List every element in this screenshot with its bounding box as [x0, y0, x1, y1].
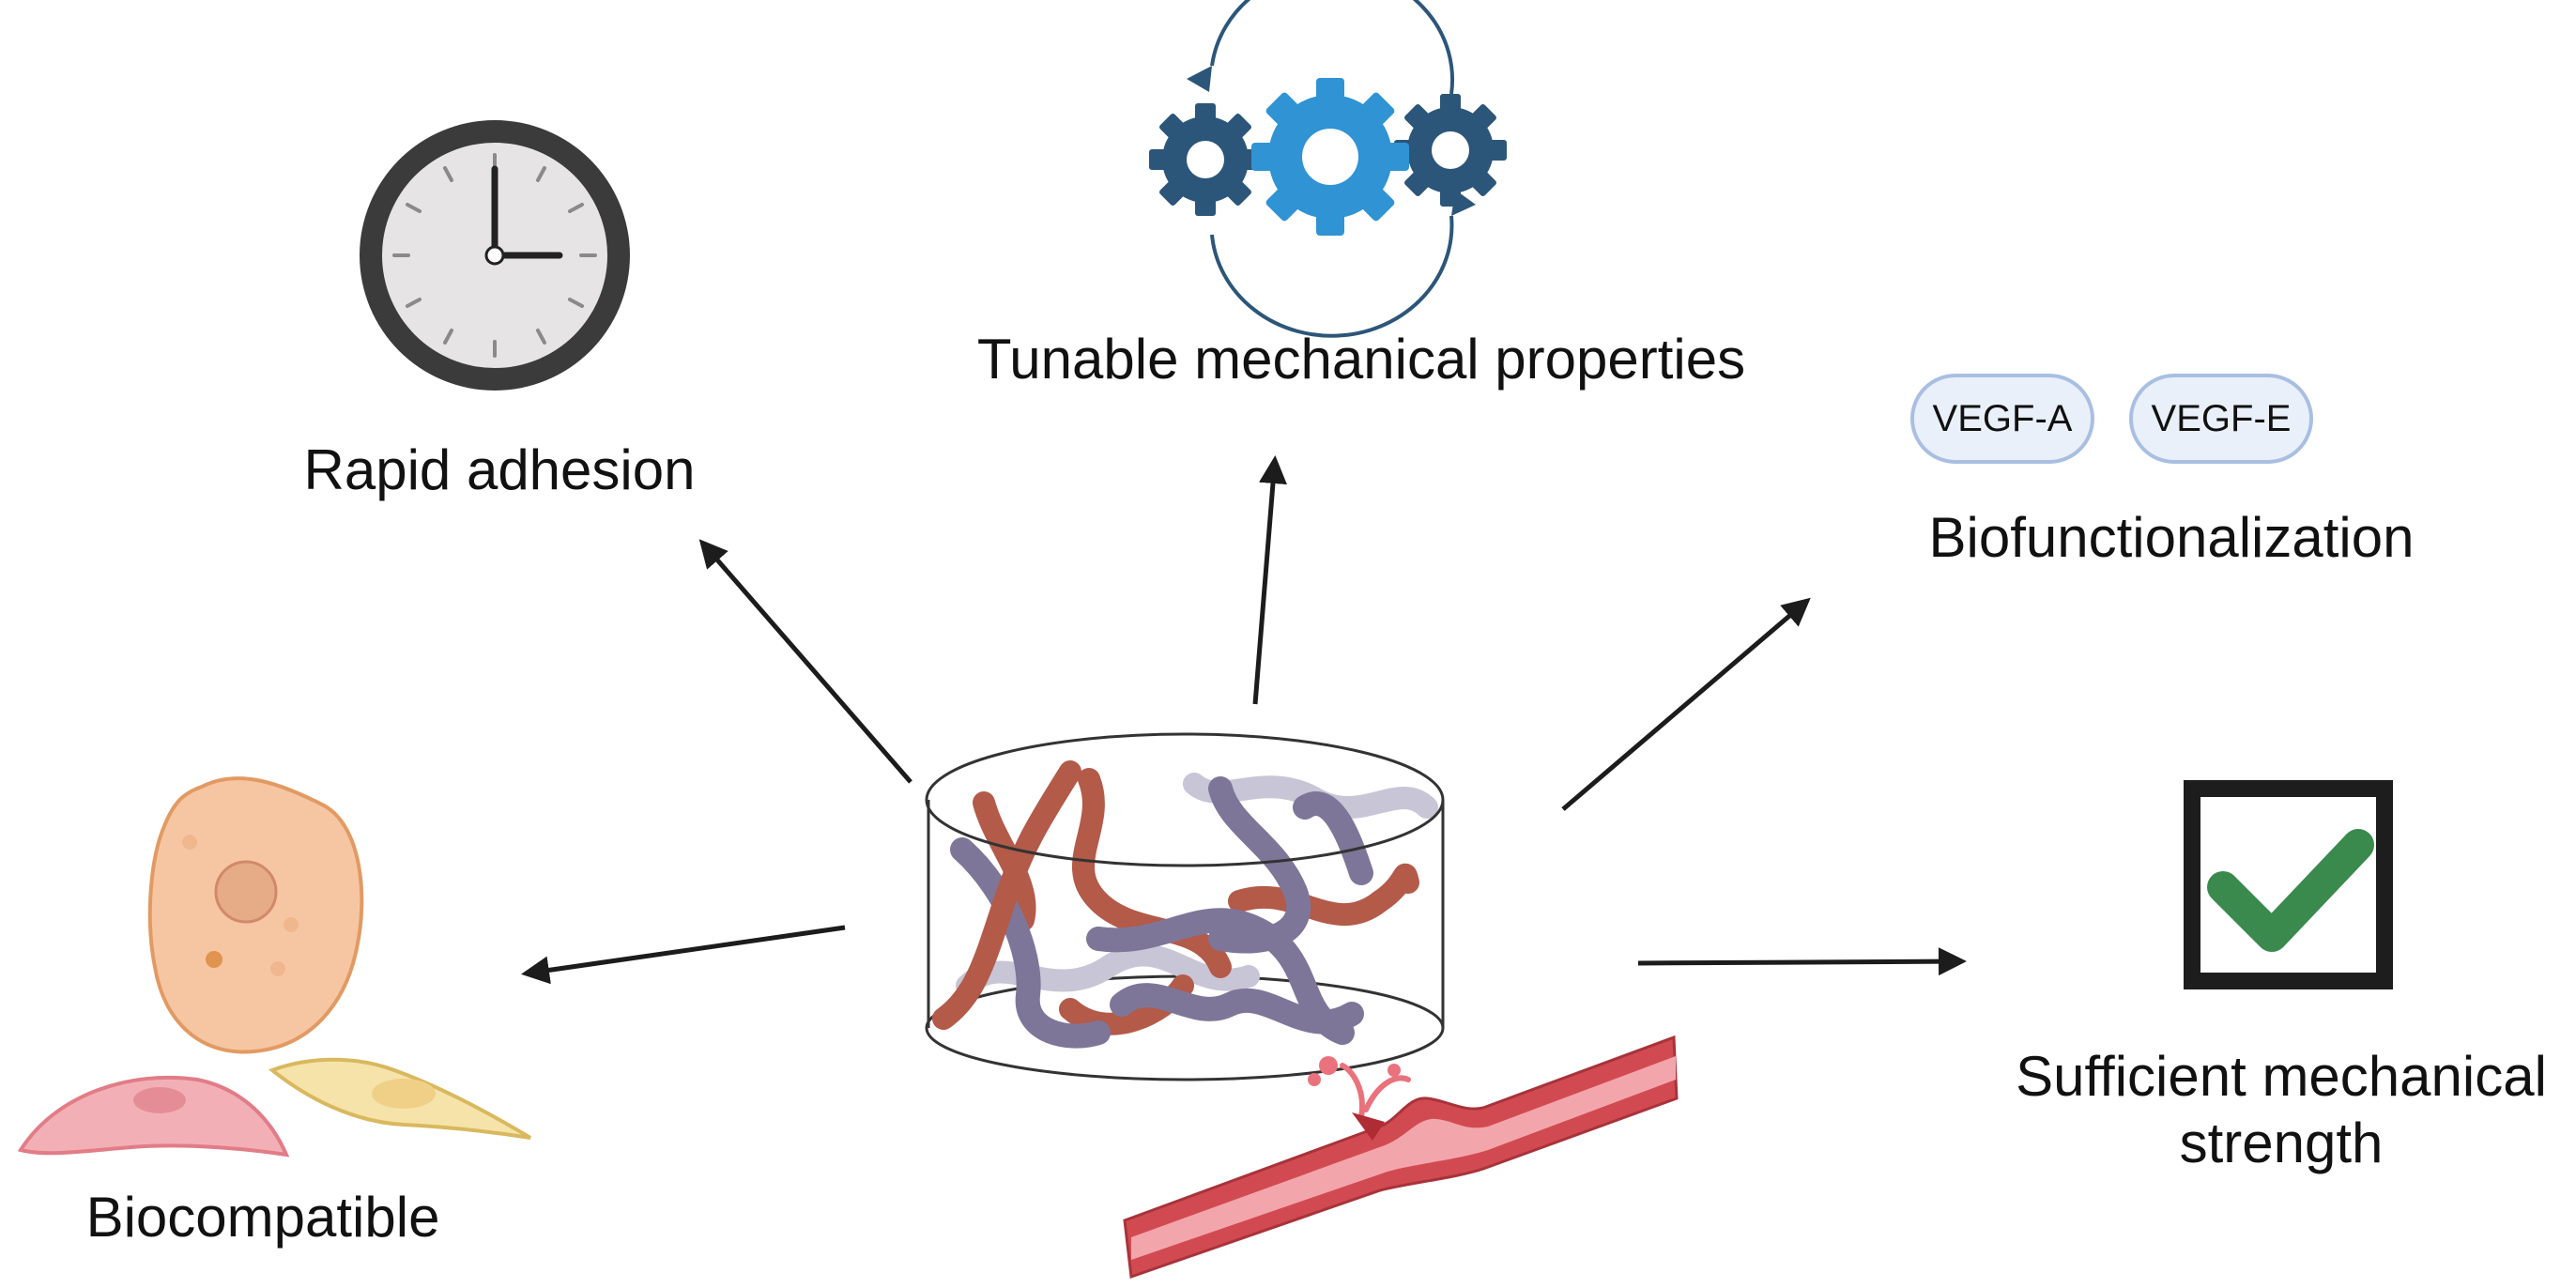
blood-vessel-icon: [1123, 1035, 1679, 1280]
growth-factor-vegf-a: VEGF-A: [1910, 374, 2094, 464]
label-rapid-adhesion: Rapid adhesion: [303, 438, 696, 501]
label-tunable-mechanical-properties: Tunable mechanical properties: [976, 328, 1746, 391]
arrow-to-biocompatible: [521, 925, 846, 985]
label-strength-line-1: Sufficient mechanical: [2016, 1045, 2547, 1108]
label-sufficient-mechanical-strength: Sufficient mechanical strength: [2016, 1044, 2547, 1177]
hydrogel-icon: [925, 732, 1445, 1081]
checkmark-icon: [2184, 780, 2393, 989]
arrow-to-biofunctionalization: [1561, 597, 1811, 811]
growth-factor-vegf-e: VEGF-E: [2129, 374, 2313, 464]
arrow-to-strength: [1637, 947, 1967, 976]
clock-icon: [360, 120, 630, 391]
cells-icon: [17, 776, 532, 1158]
arrow-to-tunable: [1252, 455, 1287, 705]
gears-icon: [1149, 0, 1507, 338]
arrows: [521, 455, 1967, 985]
label-biocompatible: Biocompatible: [85, 1186, 440, 1249]
arrow-to-rapid-adhesion: [698, 539, 912, 784]
label-strength-line-2: strength: [2179, 1111, 2384, 1174]
label-biofunctionalization: Biofunctionalization: [1928, 506, 2415, 569]
